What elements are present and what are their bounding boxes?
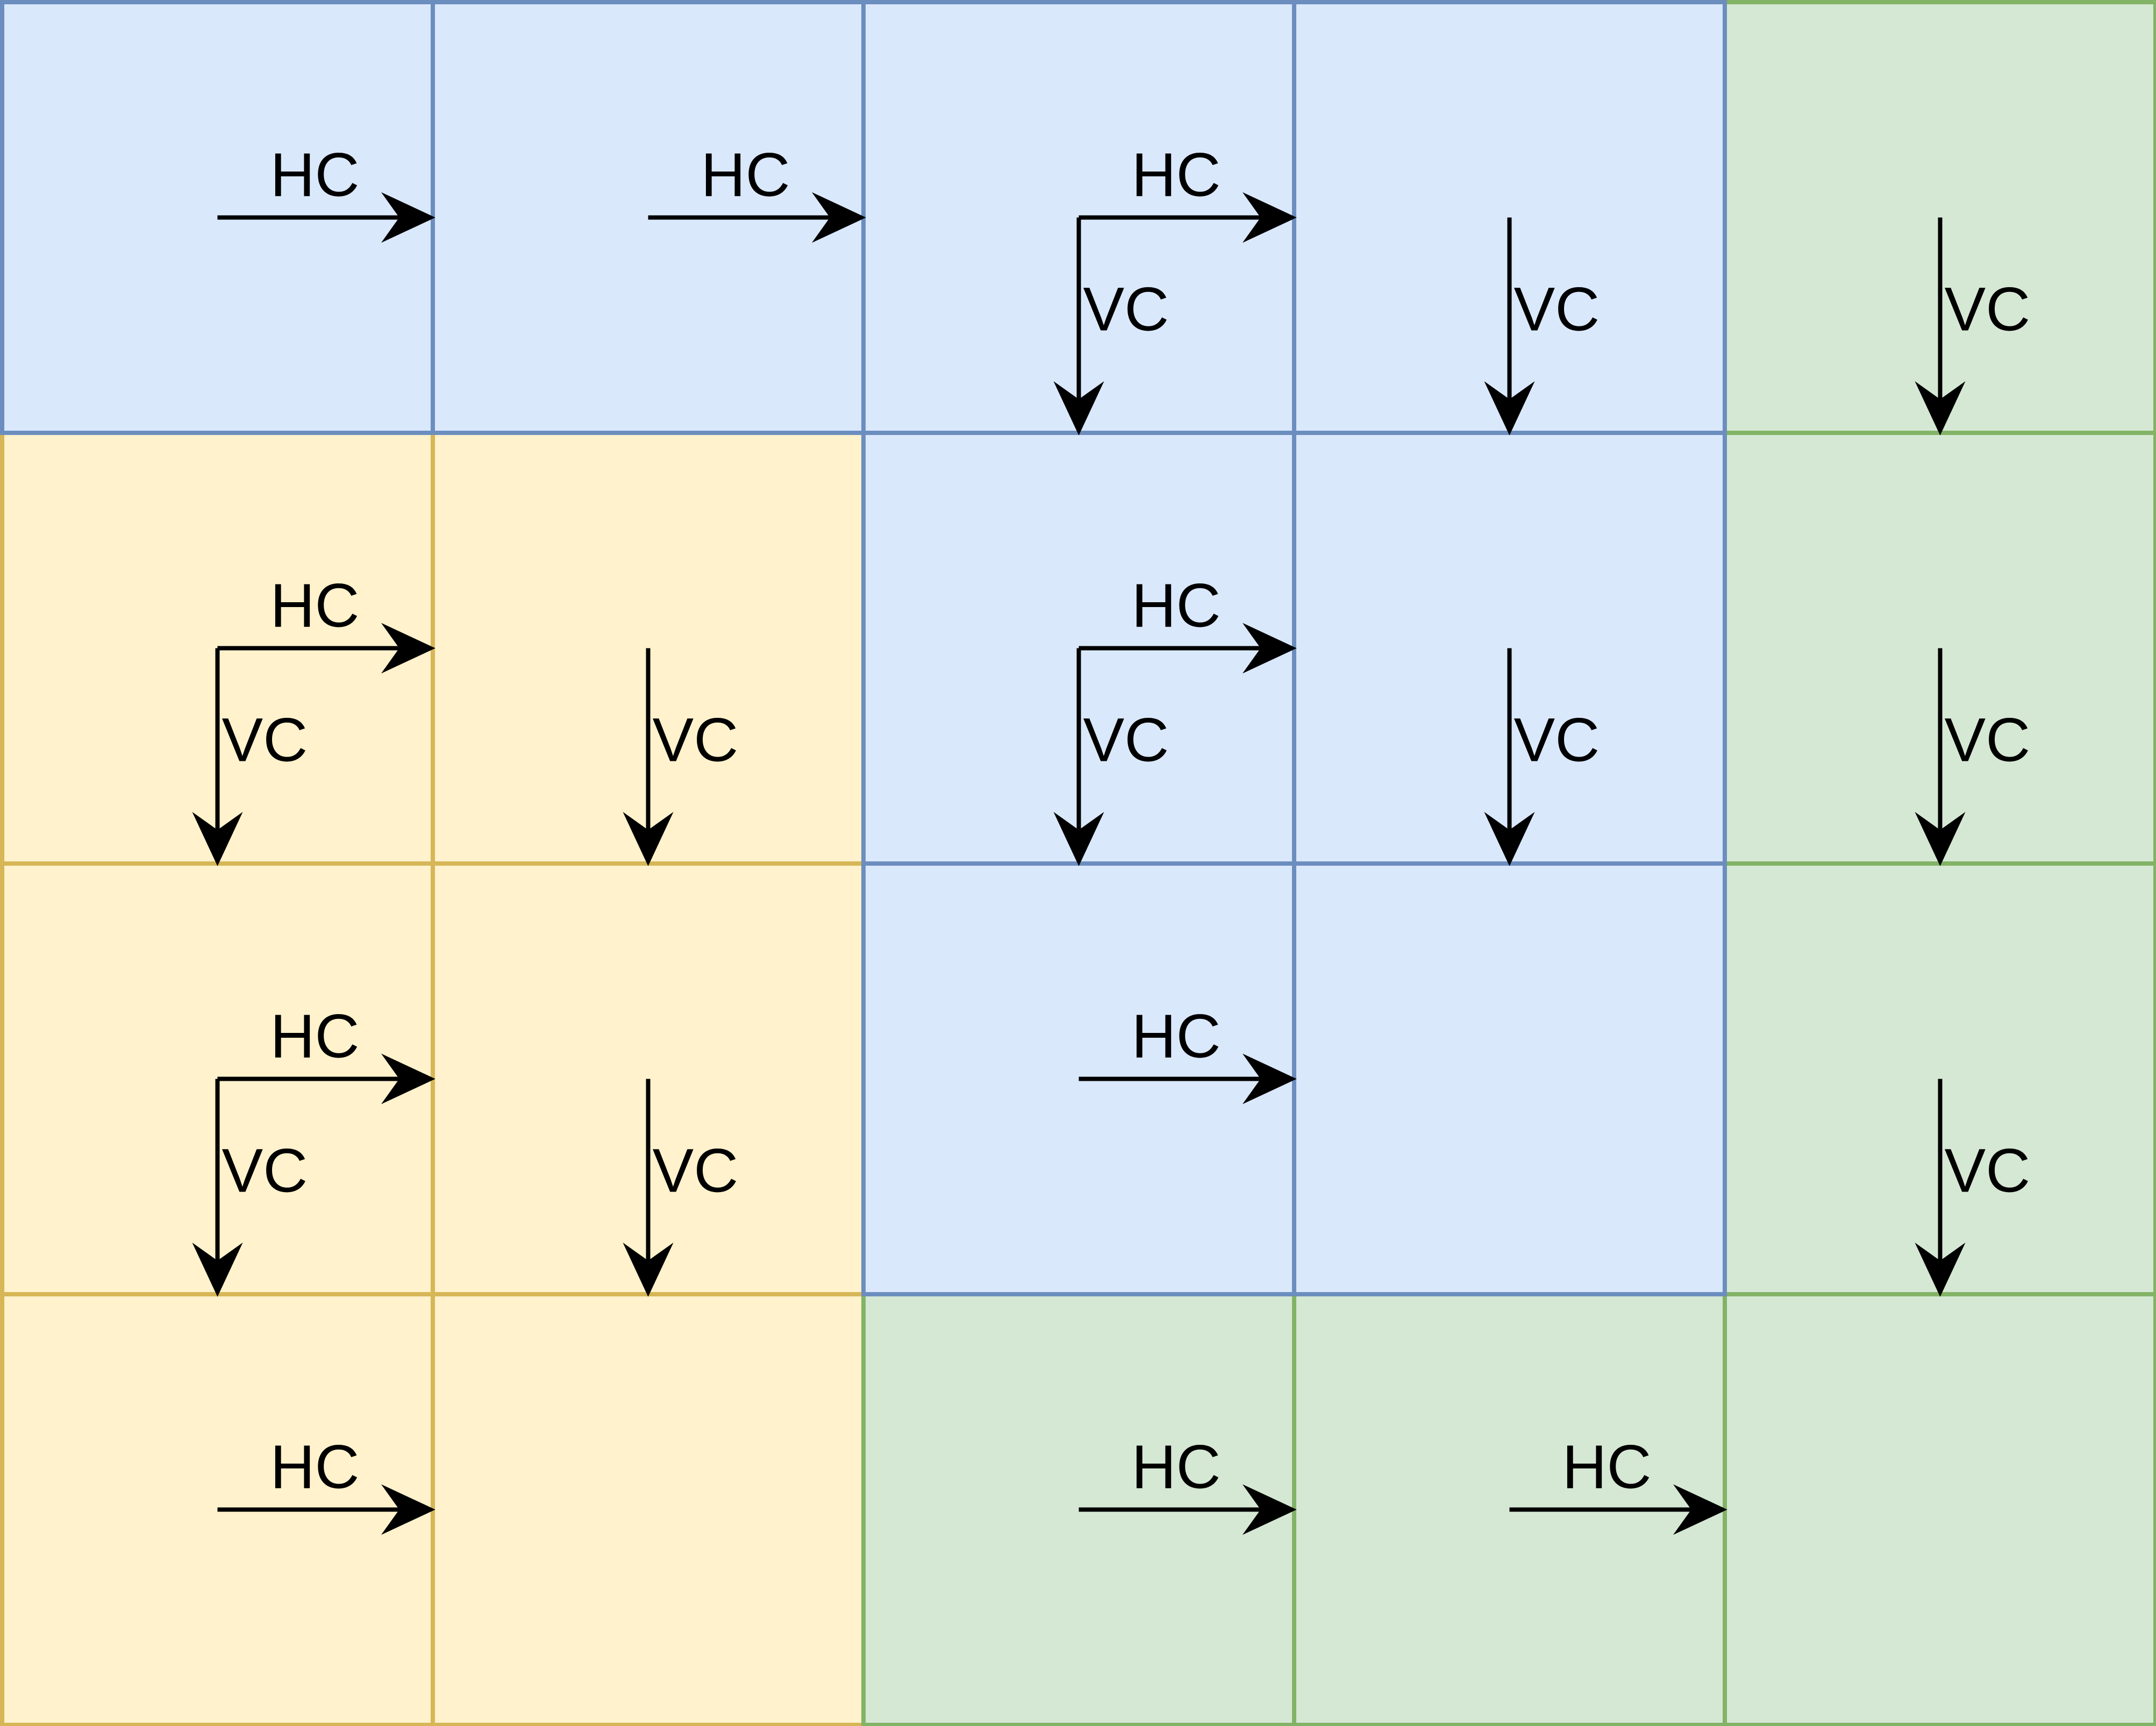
vc-arrowhead-r2-c4 — [1484, 811, 1535, 866]
hc-arrowhead-r4-c4 — [1673, 1484, 1727, 1535]
hc-label-r4-c1: HC — [270, 1433, 360, 1502]
hc-arrowhead-r1-c2 — [811, 192, 866, 243]
vc-label-r2-c4: VC — [1514, 706, 1600, 775]
vc-label-r1-c3: VC — [1083, 275, 1169, 344]
hc-arrowhead-r4-c3 — [1242, 1484, 1297, 1535]
vc-arrowhead-r3-c1 — [192, 1242, 243, 1297]
vc-arrowhead-r1-c3 — [1053, 381, 1104, 436]
hc-arrowhead-r4-c1 — [381, 1484, 436, 1535]
vc-label-r3-c5: VC — [1945, 1137, 2031, 1206]
hc-arrowhead-r2-c1 — [381, 623, 436, 674]
hc-arrowhead-r2-c3 — [1242, 623, 1297, 674]
vc-arrowhead-r2-c3 — [1053, 811, 1104, 866]
arrows-layer: HC HC HC VC VC VC HC VC VC HC VC VC VC HC VC VC HC VC HC HC… — [192, 141, 2031, 1535]
hc-arrowhead-r1-c3 — [1242, 192, 1297, 243]
vc-arrowhead-r2-c1 — [192, 811, 243, 866]
hc-label-r4-c4: HC — [1562, 1433, 1652, 1502]
vc-label-r1-c4: VC — [1514, 275, 1600, 344]
cell-r4-c2-fill — [433, 1294, 863, 1725]
hc-label-r1-c2: HC — [701, 141, 790, 210]
vc-label-r2-c5: VC — [1945, 706, 2031, 775]
hc-label-r1-c1: HC — [270, 141, 360, 210]
cell-r3-c4-fill — [1294, 864, 1725, 1294]
hc-label-r4-c3: HC — [1132, 1433, 1221, 1502]
hc-arrowhead-r3-c3 — [1242, 1053, 1297, 1104]
vc-arrowhead-r2-c2 — [623, 811, 674, 866]
vc-label-r3-c2: VC — [653, 1137, 739, 1206]
vc-label-r2-c1: VC — [222, 706, 308, 775]
vc-arrowhead-r1-c4 — [1484, 381, 1535, 436]
hc-arrowhead-r1-c1 — [381, 192, 436, 243]
vc-label-r2-c3: VC — [1083, 706, 1169, 775]
hc-label-r1-c3: HC — [1132, 141, 1221, 210]
vc-label-r2-c2: VC — [653, 706, 739, 775]
vc-arrowhead-r3-c2 — [623, 1242, 674, 1297]
vc-arrowhead-r3-c5 — [1915, 1242, 1966, 1297]
vc-arrowhead-r1-c5 — [1915, 381, 1966, 436]
hc-arrowhead-r3-c1 — [381, 1053, 436, 1104]
cell-r4-c5-fill — [1725, 1294, 2155, 1725]
hc-label-r2-c1: HC — [270, 572, 360, 640]
hc-label-r2-c3: HC — [1132, 572, 1221, 640]
vc-label-r3-c1: VC — [222, 1137, 308, 1206]
vc-label-r1-c5: VC — [1945, 275, 2031, 344]
vc-arrowhead-r2-c5 — [1915, 811, 1966, 866]
hc-label-r3-c3: HC — [1132, 1002, 1221, 1071]
hc-label-r3-c1: HC — [270, 1002, 360, 1071]
